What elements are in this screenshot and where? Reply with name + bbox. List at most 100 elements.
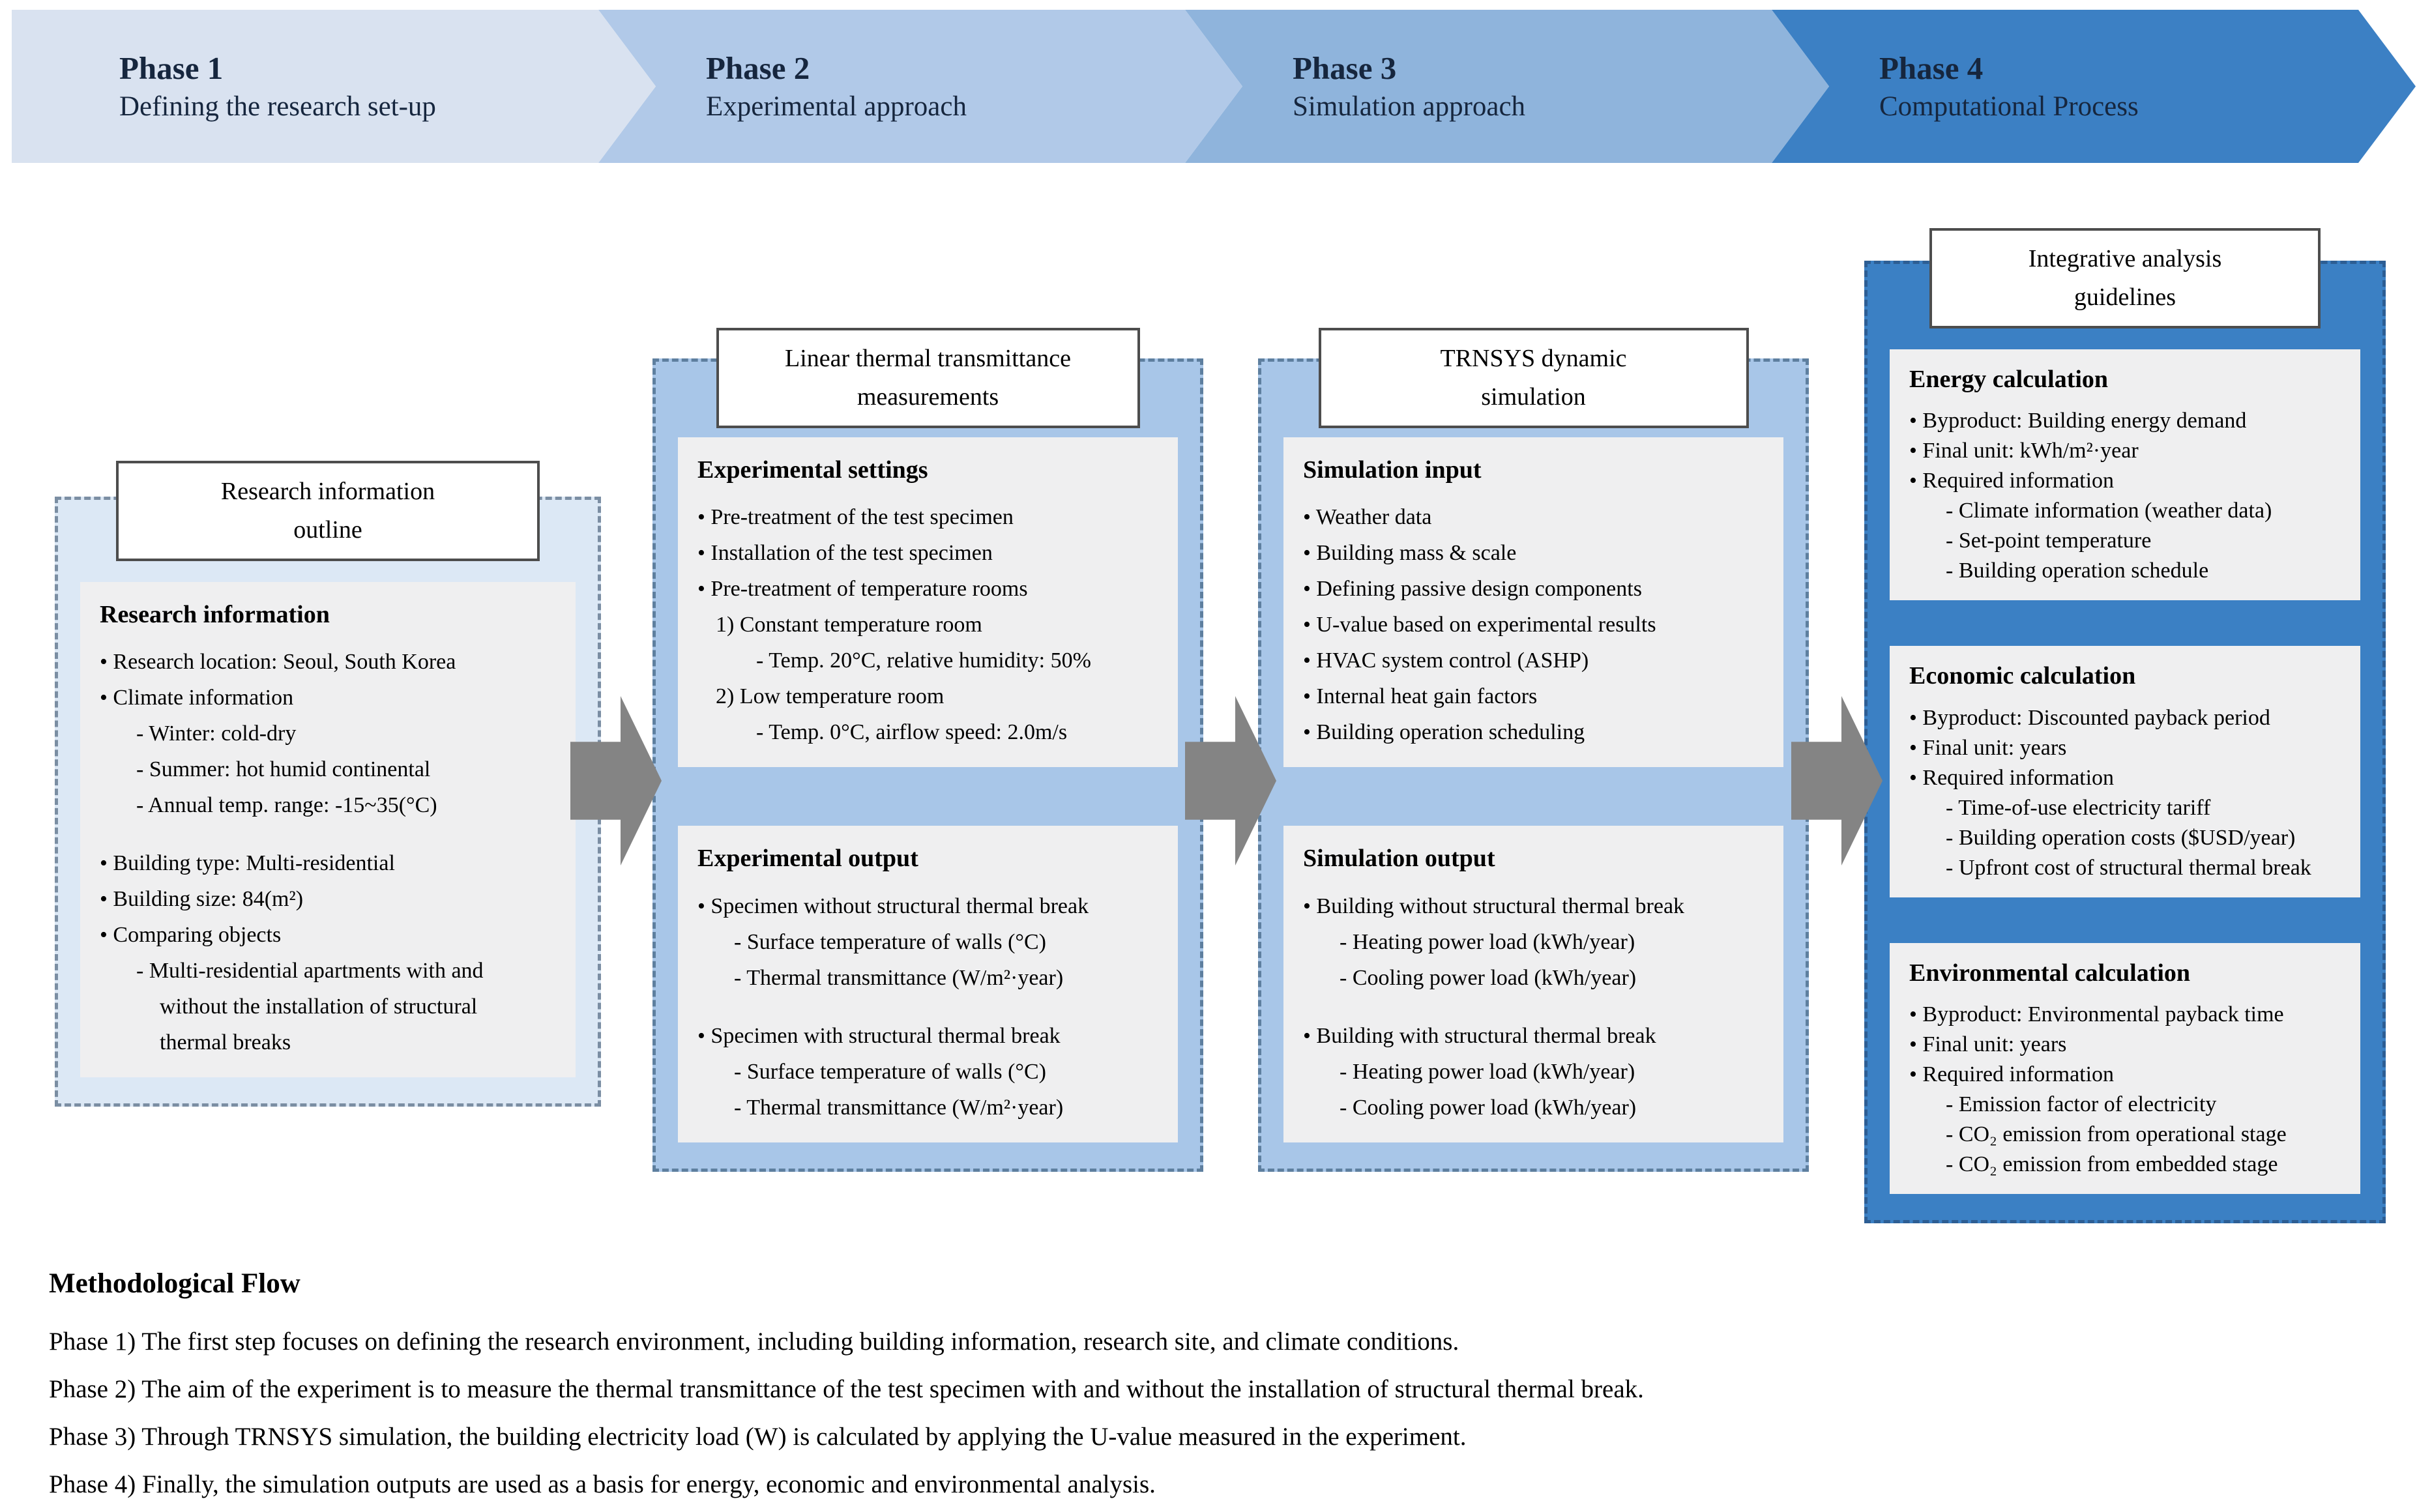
text-line: 2) Low temperature room [716, 684, 945, 709]
text-line: • Building operation scheduling [1303, 720, 1585, 745]
text-line: • U-value based on experimental results [1303, 613, 1656, 637]
phase1-panel-title-box: Research information outline [116, 461, 540, 561]
text-line: • Comparing objects [100, 923, 282, 948]
economic-calculation-heading: Economic calculation [1909, 662, 2136, 690]
text-line: • Final unit: kWh/m²·year [1909, 439, 2139, 463]
environmental-calculation-box: Environmental calculation • Byproduct: E… [1890, 942, 2360, 1194]
text-line: - Time-of-use electricity tariff [1946, 795, 2211, 820]
methodological-flow-section: Methodological Flow Phase 1) The first s… [49, 1267, 2330, 1508]
research-information-lines: • Research location: Seoul, South Korea •… [100, 644, 556, 1060]
text-line: • Specimen without structural thermal br… [697, 894, 1089, 918]
environmental-calculation-lines: • Byproduct: Environmental payback time •… [1909, 1000, 2341, 1180]
text-line: - Thermal transmittance (W/m²·year) [734, 1095, 1064, 1120]
text-line: - Cooling power load (kWh/year) [1340, 965, 1637, 990]
text-line: without the installation of structural [160, 995, 478, 1019]
text-line: - CO₂ emission from operational stage [1946, 1122, 2287, 1146]
economic-calculation-lines: • Byproduct: Discounted payback period • … [1909, 703, 2341, 883]
text-line: - Heating power load (kWh/year) [1340, 929, 1635, 954]
methodological-flow-lines: Phase 1) The first step focuses on defin… [49, 1318, 2330, 1508]
text-line: Phase 2) The aim of the experiment is to… [49, 1375, 1644, 1403]
phase2-panel-title-box: Linear thermal transmittance measurement… [716, 328, 1140, 428]
text-line: thermal breaks [160, 1030, 291, 1055]
text-line: • Pre-treatment of temperature rooms [697, 577, 1028, 602]
text-line: • Building mass & scale [1303, 541, 1517, 566]
title-line-1: Linear thermal transmittance [785, 345, 1071, 372]
text-line: • Defining passive design components [1303, 577, 1642, 602]
phase-banner: Phase 1 Defining the research set-up Pha… [0, 10, 2432, 163]
experimental-output-box: Experimental output • Specimen without s… [678, 826, 1178, 1142]
simulation-output-lines: • Building without structural thermal br… [1303, 888, 1764, 1126]
title-line-2: measurements [857, 383, 999, 411]
text-line: • Required information [1909, 469, 2115, 493]
text-line: • Final unit: years [1909, 1032, 2067, 1056]
title-line-2: simulation [1481, 383, 1586, 411]
text-line: • Byproduct: Discounted payback period [1909, 705, 2270, 730]
text-line: • Required information [1909, 1062, 2115, 1086]
phase-1-title: Phase 1 [119, 50, 224, 87]
text-line: - Set-point temperature [1946, 529, 2152, 553]
research-information-heading: Research information [100, 600, 330, 628]
experimental-settings-lines: • Pre-treatment of the test specimen• In… [697, 499, 1158, 750]
text-line: - Summer: hot humid continental [136, 757, 431, 782]
energy-calculation-lines: • Byproduct: Building energy demand • Fin… [1909, 406, 2341, 586]
simulation-output-box: Simulation output • Building without str… [1283, 826, 1783, 1142]
text-line: • Weather data [1303, 505, 1432, 530]
text-line: Phase 4) Finally, the simulation outputs… [49, 1470, 1156, 1498]
experimental-settings-heading: Experimental settings [697, 456, 928, 484]
experimental-output-heading: Experimental output [697, 845, 918, 873]
text-line: - Temp. 20°C, relative humidity: 50% [756, 648, 1091, 673]
text-line: - Upfront cost of structural thermal bre… [1946, 855, 2311, 880]
text-line: - Building operation schedule [1946, 559, 2209, 583]
text-line: • Building without structural thermal br… [1303, 894, 1685, 918]
experimental-settings-box: Experimental settings • Pre-treatment of… [678, 437, 1178, 768]
phase1-panel: Research information outline Research in… [55, 461, 601, 1107]
text-line: • Building type: Multi-residential [100, 851, 395, 876]
phase-3-subtitle: Simulation approach [1293, 91, 1526, 122]
text-line: - Building operation costs ($USD/year) [1946, 825, 2296, 850]
text-line: • Specimen with structural thermal break [697, 1023, 1061, 1048]
simulation-output-heading: Simulation output [1303, 845, 1495, 873]
text-line: - Winter: cold-dry [136, 721, 297, 746]
phase-2-title: Phase 2 [706, 50, 810, 87]
text-line: • Climate information [100, 686, 294, 710]
title-line-1: TRNSYS dynamic [1440, 345, 1627, 372]
phase-4-subtitle: Computational Process [1879, 91, 2139, 122]
phase-2-subtitle: Experimental approach [706, 91, 967, 122]
chevron-phase-3: Phase 3 Simulation approach [1185, 10, 1829, 163]
text-line: 1) Constant temperature room [716, 613, 982, 637]
simulation-input-heading: Simulation input [1303, 456, 1482, 484]
text-line: - Climate information (weather data) [1946, 499, 2272, 523]
chevron-phase-2: Phase 2 Experimental approach [598, 10, 1242, 163]
text-line: - Surface temperature of walls (°C) [734, 929, 1047, 954]
text-line: • Byproduct: Building energy demand [1909, 409, 2247, 433]
text-line: - CO₂ emission from embedded stage [1946, 1152, 2278, 1176]
energy-calculation-box: Energy calculation • Byproduct: Building… [1890, 349, 2360, 601]
text-line: • Building size: 84(m²) [100, 887, 304, 912]
text-line: Phase 3) Through TRNSYS simulation, the … [49, 1423, 1467, 1451]
experimental-output-lines: • Specimen without structural thermal br… [697, 888, 1158, 1126]
text-line: - Multi-residential apartments with and [136, 959, 484, 983]
text-line: • Pre-treatment of the test specimen [697, 505, 1014, 530]
text-line: • Required information [1909, 765, 2115, 790]
phase-4-title: Phase 4 [1879, 50, 1984, 87]
phase2-panel: Linear thermal transmittance measurement… [652, 328, 1203, 1172]
text-line: • Final unit: years [1909, 735, 2067, 760]
text-line: - Thermal transmittance (W/m²·year) [734, 965, 1064, 990]
economic-calculation-box: Economic calculation • Byproduct: Discou… [1890, 646, 2360, 897]
text-line: • Byproduct: Environmental payback time [1909, 1002, 2284, 1026]
research-information-box: Research information • Research location… [80, 581, 576, 1078]
environmental-calculation-heading: Environmental calculation [1909, 959, 2191, 987]
phase4-panel-title-box: Integrative analysis guidelines [1929, 228, 2321, 328]
text-line: - Cooling power load (kWh/year) [1340, 1095, 1637, 1120]
phase-1-subtitle: Defining the research set-up [119, 91, 436, 122]
simulation-input-lines: • Weather data • Building mass & scale • D… [1303, 499, 1764, 750]
text-line: Phase 1) The first step focuses on defin… [49, 1328, 1459, 1356]
text-line: • Research location: Seoul, South Korea [100, 650, 456, 675]
text-line: - Heating power load (kWh/year) [1340, 1059, 1635, 1084]
text-line: - Emission factor of electricity [1946, 1092, 2217, 1116]
text-line: - Temp. 0°C, airflow speed: 2.0m/s [756, 720, 1068, 745]
title-line-1: Integrative analysis [2028, 245, 2222, 272]
text-line: • Building with structural thermal break [1303, 1023, 1656, 1048]
phase3-panel-title-box: TRNSYS dynamic simulation [1318, 328, 1749, 428]
